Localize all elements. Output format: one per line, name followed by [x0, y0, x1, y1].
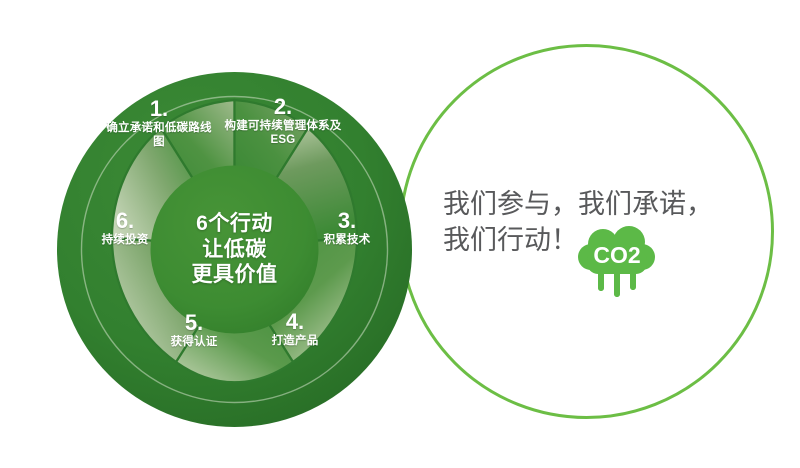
slogan-text: 我们参与，我们承诺， 我们行动！: [443, 186, 743, 258]
co2-cloud-icon: CO2: [576, 222, 658, 302]
wheel-graphic: [57, 72, 412, 427]
slogan-line-2: 我们行动！: [443, 225, 578, 256]
co2-label: CO2: [593, 242, 640, 268]
six-action-wheel-diagram: 1. 确立承诺和低碳路线图 2. 构建可持续管理体系及ESG 3. 积累技术 4…: [57, 72, 412, 427]
slogan-line-1: 我们参与，我们承诺，: [443, 189, 713, 219]
co2-cloud-glyph: CO2: [578, 226, 655, 297]
